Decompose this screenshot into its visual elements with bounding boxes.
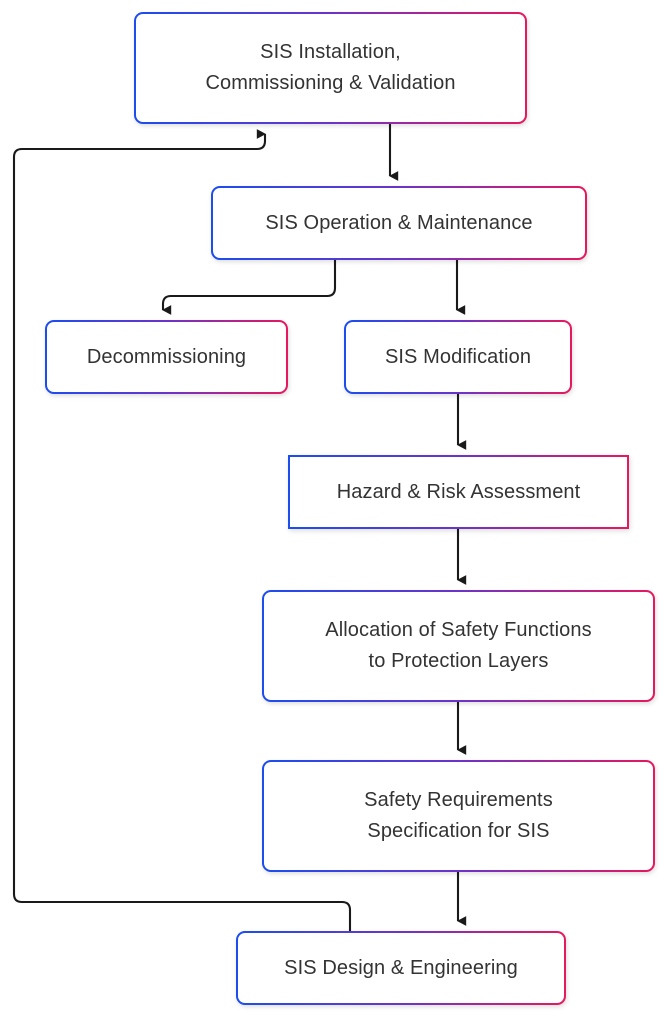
node-label: Hazard & Risk Assessment [336, 480, 581, 503]
node-sis-installation[interactable]: SIS Installation, Commissioning & Valida… [134, 12, 527, 124]
node-label: Decommissioning [86, 345, 247, 368]
node-hazard-risk-assessment[interactable]: Hazard & Risk Assessment [288, 455, 629, 529]
node-label: SIS Installation, Commissioning & Valida… [205, 41, 456, 94]
node-allocation-safety-functions[interactable]: Allocation of Safety Functions to Protec… [262, 590, 655, 702]
node-label: Allocation of Safety Functions to Protec… [325, 619, 592, 672]
node-label: SIS Modification [384, 345, 532, 368]
node-sis-design-engineering[interactable]: SIS Design & Engineering [236, 931, 566, 1005]
node-label: SIS Design & Engineering [284, 956, 518, 979]
node-sis-operation-maintenance[interactable]: SIS Operation & Maintenance [211, 186, 587, 260]
node-sis-modification[interactable]: SIS Modification [344, 320, 572, 394]
edge-operation-to-decommissioning [161, 260, 337, 315]
node-label: SIS Operation & Maintenance [265, 211, 533, 234]
node-decommissioning[interactable]: Decommissioning [45, 320, 288, 394]
node-label: Safety Requirements Specification for SI… [364, 789, 553, 842]
node-safety-requirements-specification[interactable]: Safety Requirements Specification for SI… [262, 760, 655, 872]
